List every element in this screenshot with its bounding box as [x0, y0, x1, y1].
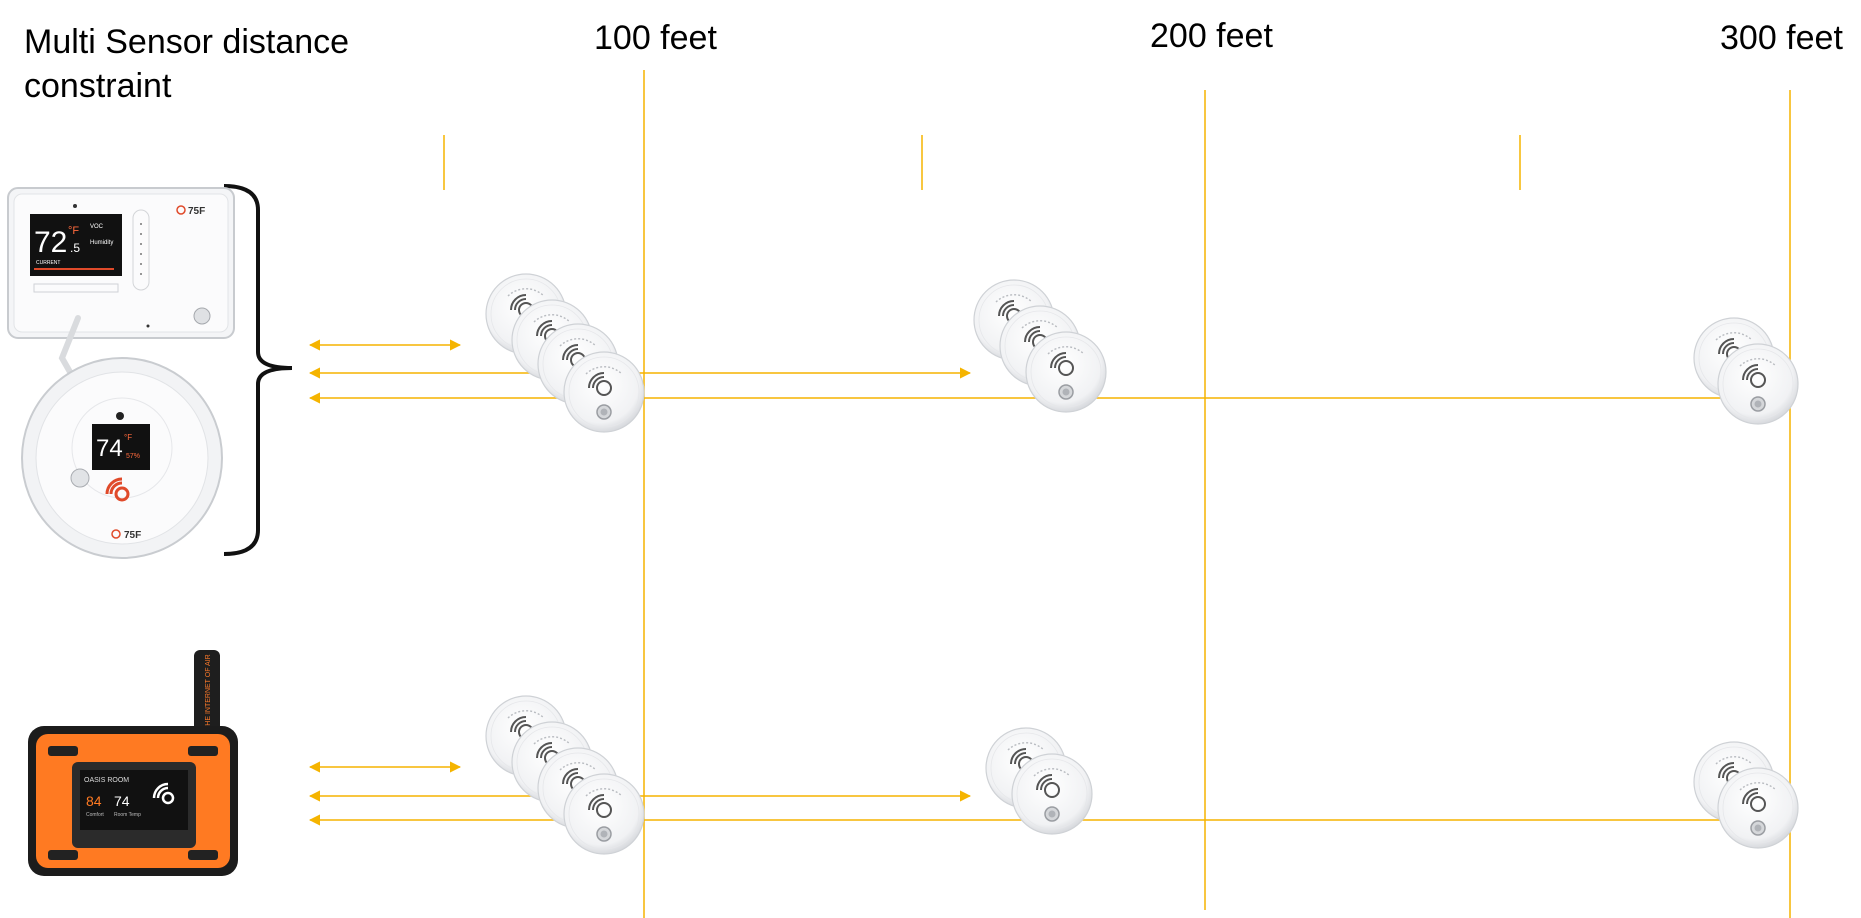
- gateway-value-1: 84: [86, 793, 102, 809]
- distance-lines: [643, 70, 1791, 918]
- thermostat-readout-1: VOC: [90, 224, 104, 230]
- distance-label-300: 300 feet: [1720, 19, 1843, 57]
- thermostat-unit: °F: [68, 225, 79, 237]
- distance-label-200: 200 feet: [1150, 17, 1273, 55]
- gateway-side-text: THE INTERNET OF AIR: [205, 654, 212, 730]
- sensor-stack-top-200ft: [973, 279, 1107, 413]
- thermostat-device: 72 °F .5 VOC Humidity CURRENT 75F: [7, 187, 235, 339]
- gateway-room: OASIS ROOM: [84, 777, 129, 784]
- round-sensor-unit: °F: [124, 433, 132, 442]
- air-quality-sensor: [563, 773, 645, 855]
- air-quality-sensor: [1011, 753, 1093, 835]
- round-wall-sensor: 74 °F 57% 75F: [21, 357, 223, 559]
- round-sensor-brand: 75F: [124, 530, 141, 541]
- sensor-stack-bottom-300ft: [1693, 741, 1799, 849]
- gateway-device: THE INTERNET OF AIR OASIS ROOM 84 74 Com…: [28, 650, 238, 876]
- air-quality-sensor: [563, 351, 645, 433]
- gateway-label-1: Comfort: [86, 812, 104, 818]
- thermostat-readout-3: CURRENT: [36, 260, 60, 266]
- thermostat-readout-2: Humidity: [90, 240, 113, 246]
- sensor-stack-bottom-200ft: [985, 727, 1093, 835]
- gateway-value-2: 74: [114, 793, 130, 809]
- gateway-label-2: Room Temp: [114, 812, 141, 818]
- air-quality-sensor: [1717, 767, 1799, 849]
- distance-label-100: 100 feet: [594, 19, 717, 57]
- diagram-title: Multi Sensor distance constraint: [24, 23, 350, 105]
- top-connection-arrows: [308, 339, 1740, 404]
- sensor-stack-top-100ft: [485, 273, 645, 433]
- round-sensor-humidity: 57%: [126, 453, 140, 460]
- probe-cable: [58, 315, 81, 375]
- midpoint-ticks: [443, 135, 1521, 190]
- sensor-stack-bottom-100ft: [485, 695, 645, 855]
- thermostat-brand: 75F: [188, 206, 205, 217]
- sensor-stack-top-300ft: [1693, 317, 1799, 425]
- thermostat-temperature: 72: [34, 226, 67, 259]
- device-bracket: [223, 184, 293, 556]
- round-sensor-temperature: 74: [96, 435, 123, 462]
- thermostat-decimal: .5: [70, 241, 80, 255]
- air-quality-sensor: [1717, 343, 1799, 425]
- air-quality-sensor: [1025, 331, 1107, 413]
